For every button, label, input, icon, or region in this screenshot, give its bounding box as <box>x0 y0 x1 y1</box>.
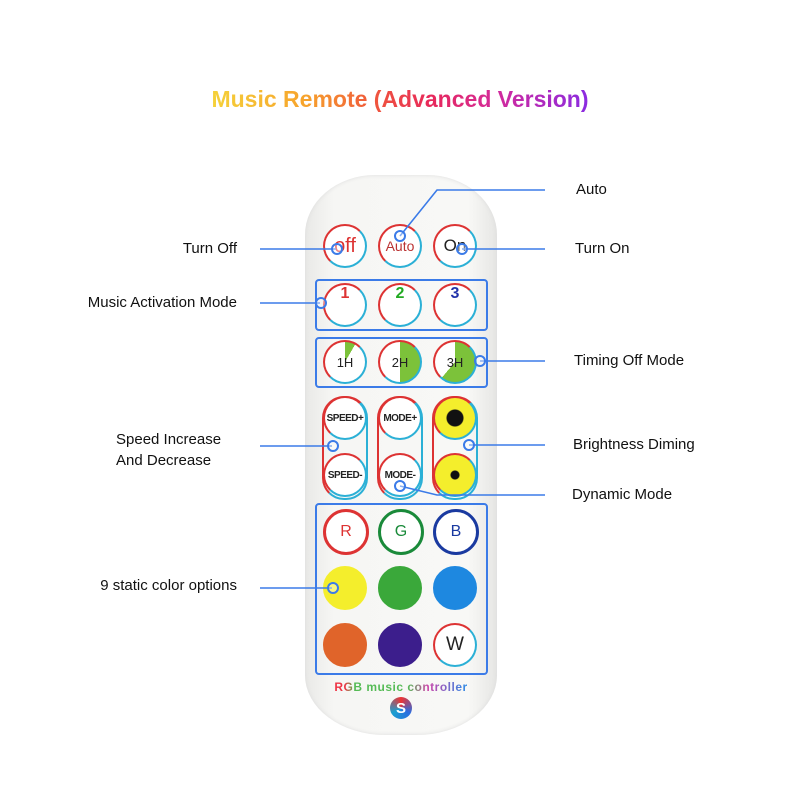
callout-dot <box>394 480 406 492</box>
red-button[interactable]: R <box>323 509 369 555</box>
label-music-mode: Music Activation Mode <box>87 294 237 311</box>
color-group <box>315 503 488 675</box>
callout-dot <box>474 355 486 367</box>
orange-button[interactable] <box>323 623 367 667</box>
label-speed-line2: And Decrease <box>116 452 212 469</box>
brightness-up-button[interactable] <box>433 396 477 440</box>
speed-down-button[interactable]: SPEED- <box>323 453 367 497</box>
timer-3h-button[interactable]: 3H <box>433 340 477 384</box>
green-button[interactable]: G <box>378 509 424 555</box>
off-button[interactable]: off <box>323 224 367 268</box>
timer-1h-button[interactable]: 1H <box>323 340 367 384</box>
brightness-down-button[interactable] <box>433 453 477 497</box>
callout-dot <box>327 440 339 452</box>
callout-dot <box>331 243 343 255</box>
callout-dot <box>463 439 475 451</box>
purple-button[interactable] <box>378 623 422 667</box>
label-auto: Auto <box>576 181 607 198</box>
lime-green-button[interactable] <box>378 566 422 610</box>
label-speed-line1: Speed Increase <box>116 431 222 448</box>
music-mode-2-button[interactable]: 2 <box>378 283 422 327</box>
label-colors: 9 static color options <box>100 577 237 594</box>
on-button[interactable]: On <box>433 224 477 268</box>
page-title: Music Remote (Advanced Version) <box>211 86 589 112</box>
label-timing: Timing Off Mode <box>574 352 685 369</box>
brand-text: RGB music controller <box>334 680 468 694</box>
brand-logo: S <box>390 697 412 719</box>
blue-button[interactable]: B <box>433 509 479 555</box>
music-mode-3-button[interactable]: 3 <box>433 283 477 327</box>
label-speed: Speed Increase And Decrease <box>116 429 221 471</box>
label-dynamic: Dynamic Mode <box>572 486 673 503</box>
callout-dot <box>394 230 406 242</box>
mode-up-button[interactable]: MODE+ <box>378 396 422 440</box>
label-turn-off: Turn Off <box>182 240 237 257</box>
callout-dot <box>456 243 468 255</box>
yellow-button[interactable] <box>323 566 367 610</box>
callout-dot <box>327 582 339 594</box>
speed-up-button[interactable]: SPEED+ <box>323 396 367 440</box>
music-mode-1-button[interactable]: 1 <box>323 283 367 327</box>
label-brightness: Brightness Diming <box>573 436 695 453</box>
callout-dot <box>315 297 327 309</box>
timer-2h-button[interactable]: 2H <box>378 340 422 384</box>
white-button[interactable]: W <box>433 623 477 667</box>
label-turn-on: Turn On <box>575 240 630 257</box>
timing-group <box>315 337 488 388</box>
sky-blue-button[interactable] <box>433 566 477 610</box>
